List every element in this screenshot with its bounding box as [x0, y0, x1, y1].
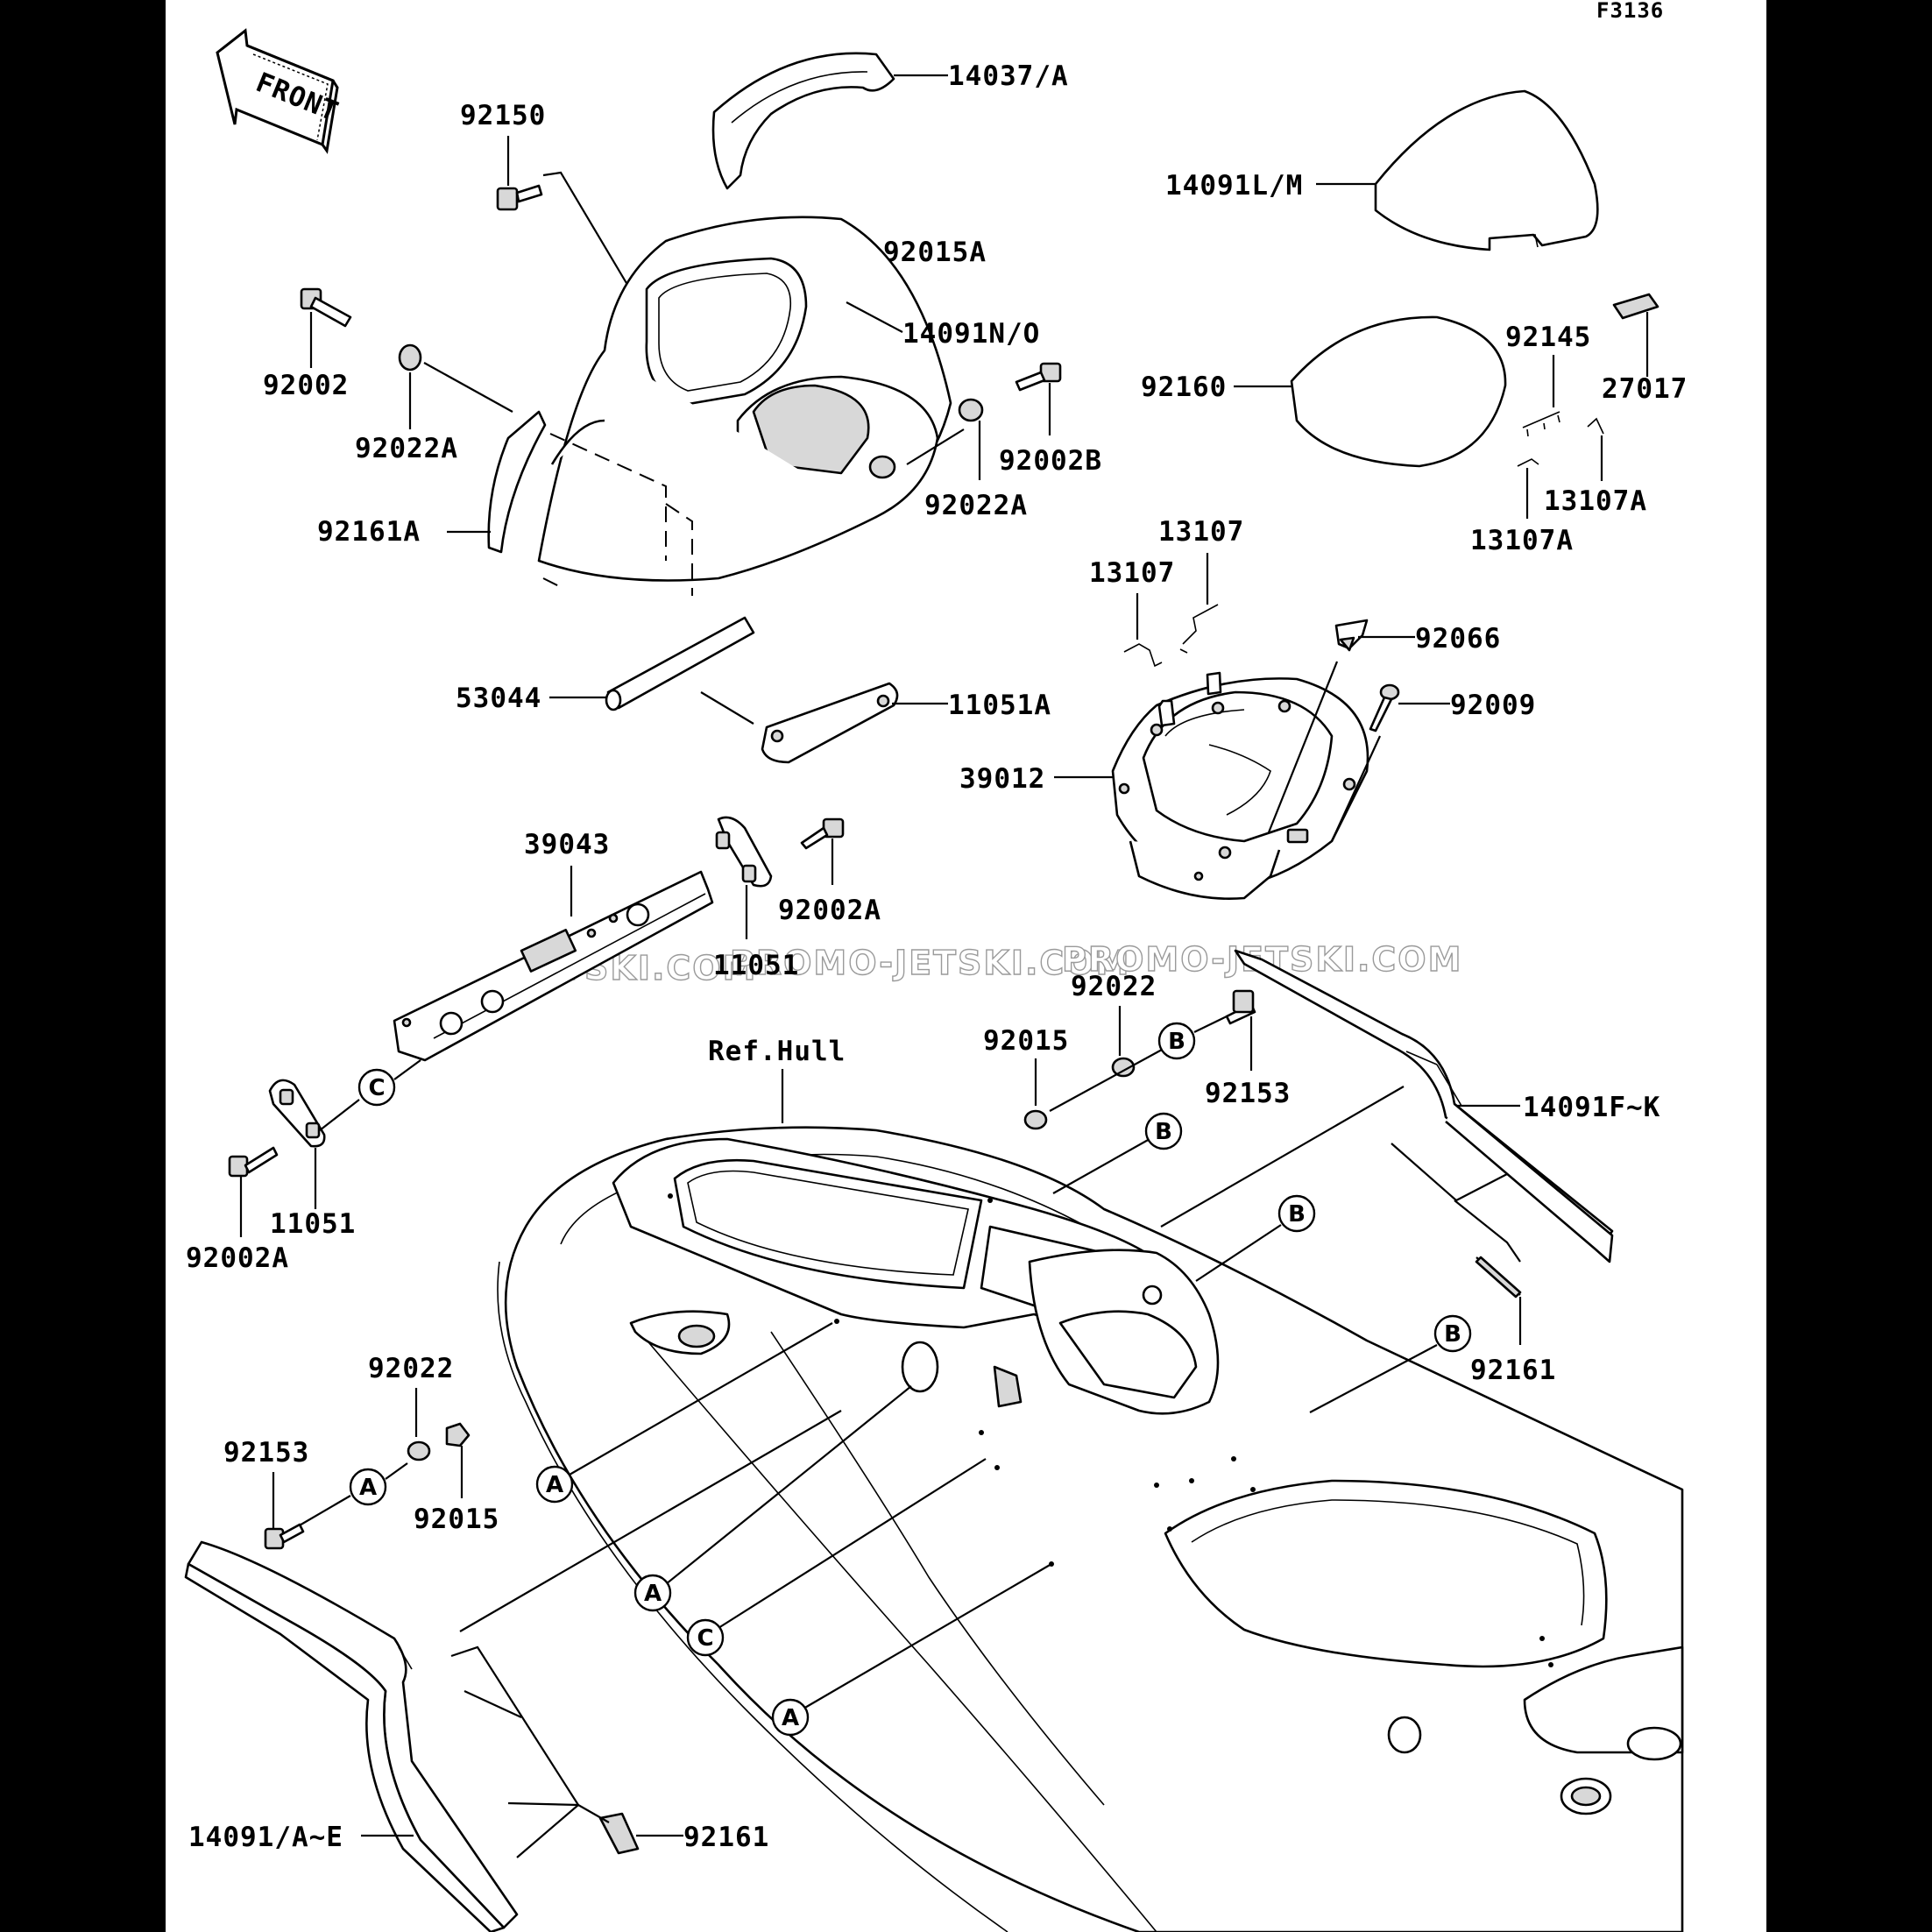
- dash-cover-14091no: [537, 216, 952, 582]
- label-39043: 39043: [524, 829, 610, 860]
- side-panel-14091ae: [184, 1540, 519, 1932]
- label-11051-lower: 11051: [270, 1208, 356, 1240]
- label-92153-lower: 92153: [223, 1437, 309, 1468]
- label-92022-upper: 92022: [1071, 971, 1157, 1002]
- clip-13107a-upper: [1587, 417, 1604, 435]
- label-92015-lower: 92015: [414, 1504, 499, 1535]
- bolt-92002a-upper: [800, 817, 845, 850]
- label-11051a: 11051A: [948, 690, 1051, 721]
- bolt-92002a-lower: [228, 1146, 279, 1178]
- svg-text:A: A: [359, 1475, 377, 1501]
- bolt-92002b: [1015, 362, 1062, 392]
- label-14091ae: 14091/A~E: [188, 1822, 343, 1853]
- plate-11051-lower: [268, 1079, 326, 1148]
- label-13107-lower: 13107: [1089, 557, 1175, 589]
- callout-b-2: B: [1144, 1112, 1183, 1150]
- label-39012: 39012: [959, 763, 1045, 795]
- svg-text:B: B: [1288, 1201, 1306, 1228]
- side-panel-14091fk: [1234, 949, 1614, 1263]
- bolt-92153-lower: [264, 1523, 305, 1550]
- front-arrow-icon: FRONT: [216, 28, 343, 154]
- callout-b-3: B: [1277, 1194, 1316, 1233]
- plate-11051-upper: [715, 816, 773, 888]
- svg-text:A: A: [782, 1705, 799, 1731]
- label-92002a-upper: 92002A: [778, 895, 881, 926]
- svg-text:C: C: [368, 1075, 385, 1101]
- bolt-92150: [496, 184, 543, 211]
- mat-92160: [1290, 315, 1507, 468]
- label-92022a-left: 92022A: [355, 433, 458, 464]
- strip-92161a: [487, 410, 547, 554]
- storage-bucket-39012: [1111, 671, 1369, 900]
- label-92009: 92009: [1450, 690, 1536, 721]
- label-92022a-right: 92022A: [924, 490, 1028, 521]
- label-14091no: 14091N/O: [902, 318, 1040, 350]
- sheet-id: F3136: [1596, 0, 1664, 23]
- nut-92015-lower: [445, 1422, 471, 1447]
- grommet-92066: [1334, 619, 1369, 652]
- panel-39043: [393, 870, 714, 1062]
- label-27017: 27017: [1602, 373, 1688, 405]
- label-92160: 92160: [1141, 372, 1227, 403]
- svg-text:A: A: [644, 1581, 662, 1607]
- label-92161a: 92161A: [317, 516, 421, 548]
- callout-a-3: A: [771, 1698, 810, 1737]
- label-14091lm: 14091L/M: [1165, 170, 1303, 202]
- strip-92161-right: [1475, 1256, 1522, 1299]
- washer-92022a-right: [958, 398, 984, 422]
- handle-cover-14037a: [711, 52, 895, 190]
- nut-92015-upper: [1023, 1109, 1048, 1130]
- rod-53044: [605, 616, 755, 711]
- label-92022-lower: 92022: [368, 1353, 454, 1384]
- label-13107a-upper: 13107A: [1544, 485, 1647, 517]
- svg-text:A: A: [546, 1472, 563, 1498]
- callout-c-2: C: [686, 1618, 725, 1657]
- label-92145: 92145: [1505, 322, 1591, 353]
- label-92002: 92002: [263, 370, 349, 401]
- label-92066: 92066: [1415, 623, 1501, 655]
- callout-a-1: A: [535, 1465, 574, 1504]
- label-92161-lower: 92161: [683, 1822, 769, 1853]
- label-ref-hull: Ref.Hull: [708, 1036, 846, 1067]
- label-92153-upper: 92153: [1205, 1078, 1291, 1109]
- bracket-11051a: [761, 682, 899, 764]
- label-92002a-lower: 92002A: [186, 1242, 289, 1274]
- callout-a-4: A: [349, 1468, 387, 1506]
- watermark-2: PROMO-JETSKI.COM: [730, 944, 1130, 982]
- svg-text:B: B: [1168, 1029, 1185, 1055]
- label-11051-upper: 11051: [713, 950, 799, 981]
- washer-92022-lower: [407, 1440, 431, 1461]
- label-53044: 53044: [456, 683, 541, 714]
- clip-13107a-lower: [1517, 458, 1539, 467]
- label-92150: 92150: [460, 100, 546, 131]
- bolt-92002: [300, 287, 352, 328]
- label-92015a: 92015A: [883, 237, 987, 268]
- label-92015-upper: 92015: [983, 1025, 1069, 1057]
- washer-92022a-left: [398, 343, 422, 372]
- pad-27017: [1612, 293, 1660, 320]
- label-14091fk: 14091F~K: [1523, 1092, 1660, 1123]
- svg-text:B: B: [1155, 1119, 1172, 1145]
- clips-92145: [1522, 411, 1560, 437]
- reference-hull: [497, 1126, 1684, 1932]
- wires-13107: [1123, 604, 1219, 668]
- strip-92161-lower: [598, 1812, 640, 1855]
- bolt-92153-upper: [1225, 989, 1256, 1025]
- label-92161-right: 92161: [1470, 1355, 1556, 1386]
- washer-92022-upper: [1111, 1057, 1136, 1078]
- label-13107a-lower: 13107A: [1470, 525, 1574, 556]
- screw-92009: [1369, 683, 1400, 732]
- lid-14091lm: [1374, 89, 1599, 251]
- label-14037a: 14037/A: [948, 60, 1069, 92]
- callout-b-4: B: [1433, 1314, 1472, 1353]
- callout-b-1: B: [1157, 1022, 1196, 1060]
- label-13107-upper: 13107: [1158, 516, 1244, 548]
- svg-text:C: C: [697, 1625, 713, 1652]
- label-92002b: 92002B: [999, 445, 1102, 477]
- callout-a-2: A: [633, 1574, 672, 1612]
- svg-text:B: B: [1444, 1321, 1461, 1348]
- callout-c-1: C: [357, 1068, 396, 1107]
